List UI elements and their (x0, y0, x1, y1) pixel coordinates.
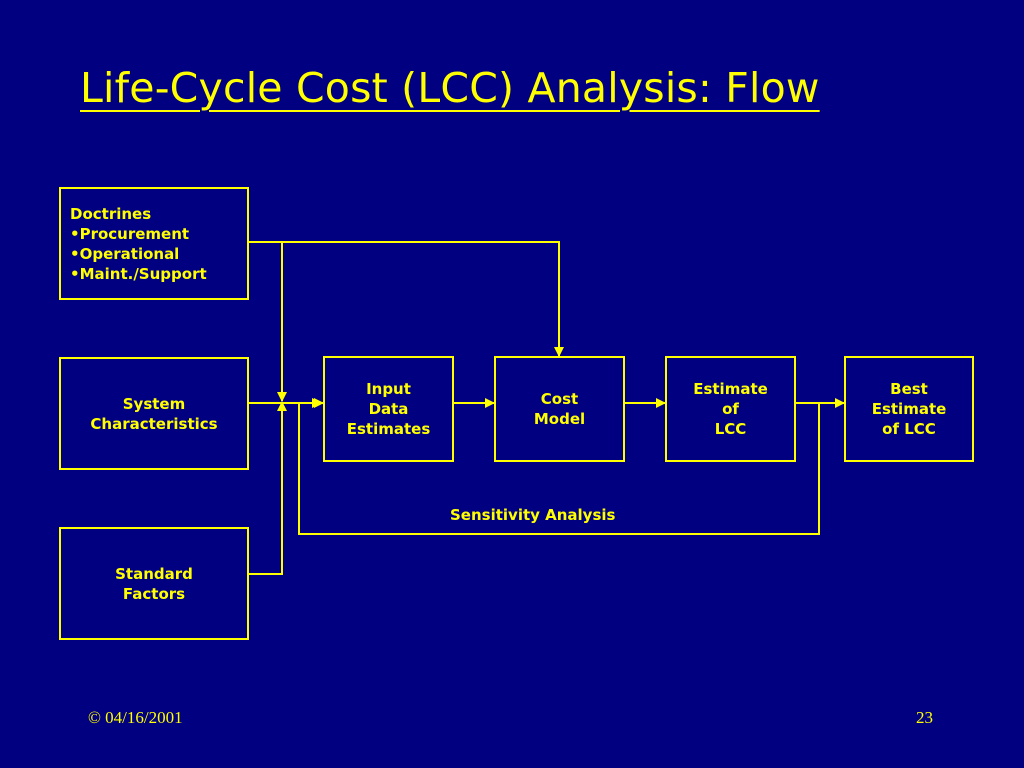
doctrines-item-operational: •Operational (70, 245, 180, 263)
doctrines-box: Doctrines •Procurement •Operational •Mai… (59, 187, 249, 300)
estimate-of-lcc-box: Estimate of LCC (665, 356, 796, 462)
footer-page-number: 23 (916, 708, 933, 727)
best-estimate-of-lcc-box: Best Estimate of LCC (844, 356, 974, 462)
input-data-estimates-line-3: Estimates (346, 420, 431, 438)
standard-factors-line-2: Factors (122, 584, 186, 603)
estimate-of-lcc-line-3: LCC (714, 420, 747, 438)
sensitivity-analysis-label: Sensitivity Analysis (450, 506, 616, 524)
doctrines-item-maint-support: •Maint./Support (70, 265, 207, 283)
input-data-estimates-line-1: Input (366, 380, 411, 398)
cost-model-line-2: Model (533, 410, 586, 428)
doctrines-heading: Doctrines (70, 205, 152, 223)
doctrines-connector (248, 241, 564, 357)
standard-factors-connector (248, 401, 287, 575)
system-characteristics-line-2: Characteristics (90, 414, 218, 433)
estimate-of-lcc-line-2: of (722, 400, 739, 418)
standard-factors-box: Standard Factors (59, 527, 249, 640)
standard-factors-line-1: Standard (115, 564, 193, 583)
sensitivity-feedback-loop (298, 398, 820, 535)
cost-model-box: Cost Model (494, 356, 625, 462)
footer-date: © 04/16/2001 (88, 708, 183, 727)
input-data-estimates-box: Input Data Estimates (323, 356, 454, 462)
input-data-estimates-line-2: Data (368, 400, 409, 418)
cost-model-line-1: Cost (540, 390, 579, 408)
best-estimate-of-lcc-line-1: Best (890, 380, 928, 398)
estimate-of-lcc-line-1: Estimate (693, 380, 768, 398)
system-characteristics-line-1: System (122, 394, 186, 413)
doctrines-item-procurement: •Procurement (70, 225, 190, 243)
best-estimate-of-lcc-line-2: Estimate (871, 400, 947, 418)
best-estimate-of-lcc-line-3: of LCC (882, 420, 936, 438)
system-characteristics-box: System Characteristics (59, 357, 249, 470)
slide-title: Life-Cycle Cost (LCC) Analysis: Flow (80, 64, 820, 112)
